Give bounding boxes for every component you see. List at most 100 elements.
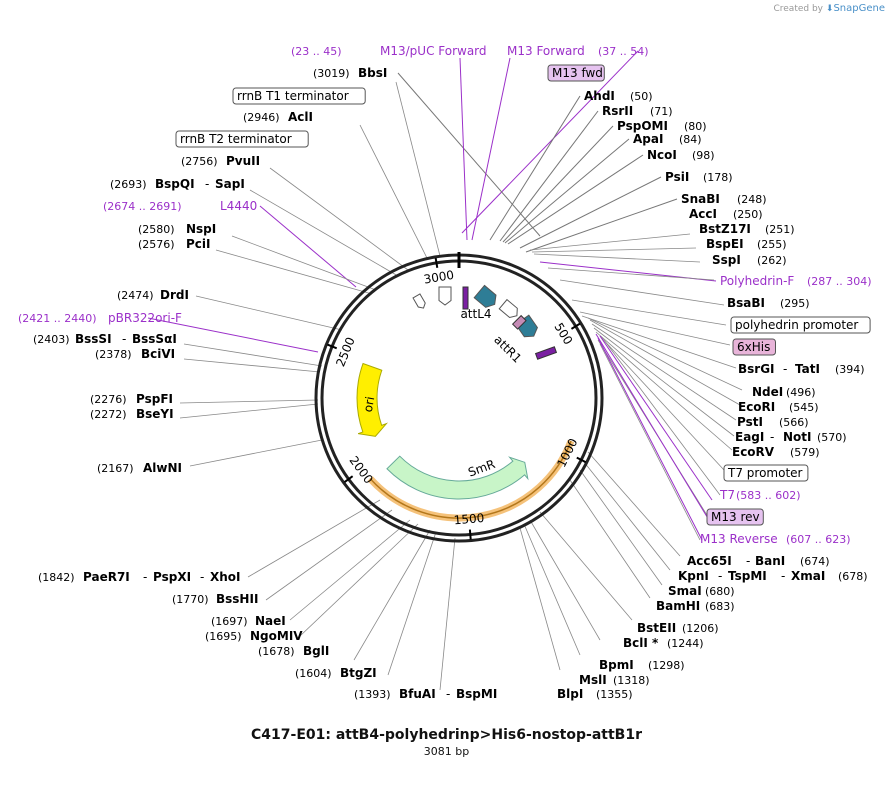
site-label: (674) xyxy=(800,555,830,568)
enzyme-site-label: XmaI xyxy=(791,569,825,583)
leader-line xyxy=(579,469,663,586)
leader-line xyxy=(599,343,701,541)
enzyme-site-label: PsiI xyxy=(665,170,689,184)
site-label: (248) xyxy=(737,193,767,206)
enzyme-site-label: SnaBI xyxy=(681,192,720,206)
primer-leader-line xyxy=(471,57,511,241)
leader-line xyxy=(439,537,456,691)
site-label: (80) xyxy=(684,120,707,133)
site-label: (1298) xyxy=(648,659,685,672)
enzyme-site-label: NotI xyxy=(783,430,812,444)
primer-leader-line xyxy=(597,337,703,541)
site-label: (1393) xyxy=(354,688,391,701)
leader-line xyxy=(183,358,321,373)
leader-line xyxy=(387,531,437,676)
leader-line xyxy=(504,138,630,244)
leader-line xyxy=(589,319,741,406)
site-label: (262) xyxy=(757,254,787,267)
leader-line xyxy=(179,399,319,404)
enzyme-site-label: BfuAI xyxy=(399,687,436,701)
feature-box-label: M13 rev xyxy=(711,510,760,524)
feature-box: T7 promoter xyxy=(723,464,809,482)
leader-line xyxy=(289,519,411,621)
enzyme-site-label: AlwNI xyxy=(143,461,182,475)
site-label: (1244) xyxy=(667,637,704,650)
leader-line xyxy=(519,527,561,671)
site-label: (566) xyxy=(779,416,809,429)
site-label: - xyxy=(122,332,126,346)
tick-label: 500 xyxy=(551,320,575,347)
feature-box-frame xyxy=(175,130,309,148)
feature-label: attL4 xyxy=(460,307,491,321)
enzyme-site-label: TatI xyxy=(795,362,820,376)
site-label: T7 xyxy=(719,488,735,502)
leader-line xyxy=(249,189,399,277)
site-label: (1355) xyxy=(596,688,633,701)
site-label: (678) xyxy=(838,570,868,583)
tick-mark xyxy=(570,322,581,330)
leader-line xyxy=(587,451,681,557)
enzyme-site-label: BssSαI xyxy=(132,332,177,346)
leader-line xyxy=(147,317,319,353)
tick-label: 1000 xyxy=(554,436,580,470)
feature-box-frame xyxy=(732,338,776,356)
leader-line xyxy=(499,110,599,242)
site-label: (71) xyxy=(650,105,673,118)
attl4-arrow xyxy=(473,284,497,308)
enzyme-site-label: EcoRI xyxy=(738,400,775,414)
enzyme-site-label: BamHI xyxy=(656,599,700,613)
site-label: (2167) xyxy=(97,462,134,475)
site-label: (2946) xyxy=(243,111,280,124)
enzyme-site-label: SspI xyxy=(712,253,741,267)
plasmid-backbone xyxy=(314,252,604,543)
enzyme-site-label: Acc65I xyxy=(687,554,732,568)
feature-arrow-white xyxy=(498,298,518,319)
enzyme-site-label: BssHII xyxy=(216,592,258,606)
enzyme-site-label: BspQI xyxy=(155,177,195,191)
rrnb-arrow-2 xyxy=(412,293,426,309)
tick-mark xyxy=(576,456,587,464)
tick-label: 3000 xyxy=(423,268,455,287)
leader-line xyxy=(569,479,651,599)
site-label: - xyxy=(770,430,774,444)
feature-box-label: polyhedrin promoter xyxy=(735,318,858,332)
site-label: (84) xyxy=(679,133,702,146)
enzyme-site-label: RsrII xyxy=(602,104,633,118)
enzyme-site-label: PstI xyxy=(737,415,763,429)
leader-line xyxy=(189,439,323,467)
site-label: (178) xyxy=(703,171,733,184)
site-label: (2576) xyxy=(138,238,175,251)
feature-box-label: 6xHis xyxy=(737,340,770,354)
enzyme-site-label: NgoMIV xyxy=(250,629,303,643)
enzyme-site-label: PvuII xyxy=(226,154,260,168)
site-label: (23 .. 45) xyxy=(291,45,342,58)
site-label: (2756) xyxy=(181,155,218,168)
enzyme-site-label: AhdI xyxy=(584,89,615,103)
site-label: (1770) xyxy=(172,593,209,606)
tick-mark xyxy=(343,475,354,483)
site-label: L4440 xyxy=(220,199,257,213)
site-label: (3019) xyxy=(313,67,350,80)
site-label: (50) xyxy=(630,90,653,103)
tick-mark xyxy=(468,529,472,540)
enzyme-site-label: XhoI xyxy=(210,570,241,584)
site-label: (545) xyxy=(789,401,819,414)
leader-line xyxy=(507,154,644,245)
site-label: (583 .. 602) xyxy=(736,489,801,502)
site-label: (287 .. 304) xyxy=(807,275,872,288)
enzyme-site-label: BstZ17I xyxy=(699,222,751,236)
leader-line xyxy=(593,327,735,437)
site-label: (496) xyxy=(786,386,816,399)
enzyme-site-label: BtgZI xyxy=(340,666,377,680)
site-label: - xyxy=(143,570,147,584)
site-label: (683) xyxy=(705,600,735,613)
leader-line xyxy=(595,331,733,451)
enzyme-site-label: ApaI xyxy=(633,132,663,146)
site-label: (37 .. 54) xyxy=(598,45,649,58)
enzyme-site-label: PspXI xyxy=(153,570,191,584)
site-label: (2421 .. 2440) xyxy=(18,312,97,325)
enzyme-site-label: AccI xyxy=(689,207,717,221)
site-label: (2580) xyxy=(138,223,175,236)
feature-box-frame xyxy=(232,87,366,105)
